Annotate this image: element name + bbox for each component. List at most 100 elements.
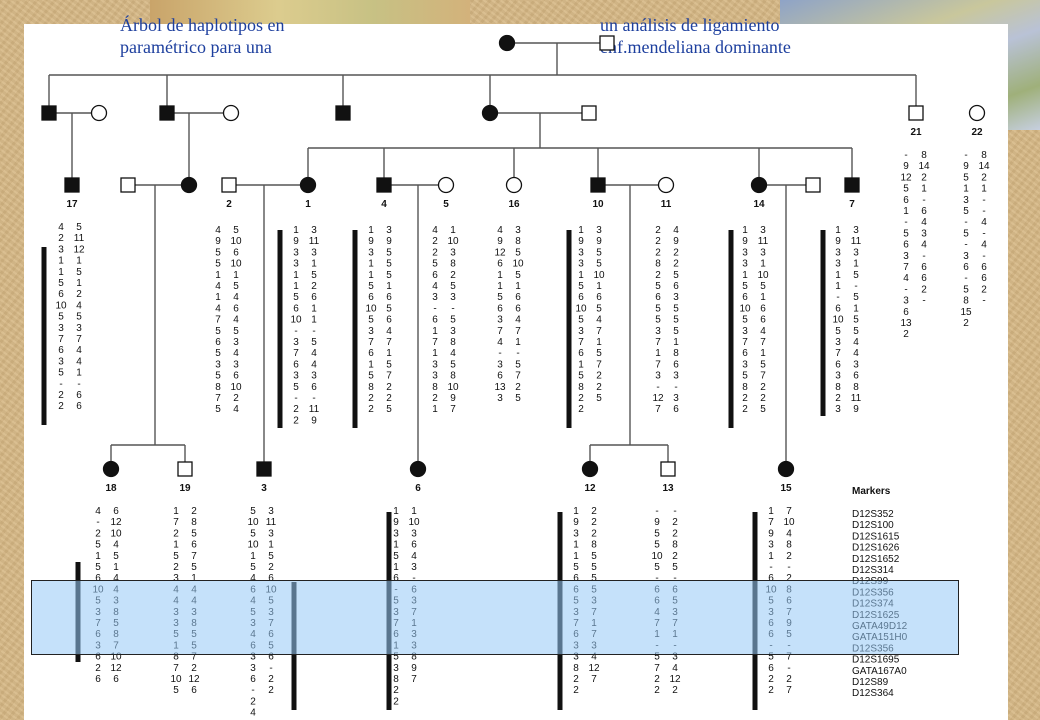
allele-value: 3 bbox=[853, 359, 859, 370]
allele-value: 9 bbox=[393, 517, 399, 528]
allele-value: 2 bbox=[786, 551, 792, 562]
allele-value: 14 bbox=[978, 161, 990, 172]
allele-value: 4 bbox=[250, 708, 256, 719]
allele-value: 2 bbox=[432, 393, 438, 404]
allele-value: 3 bbox=[293, 371, 299, 382]
allele-value: 6 bbox=[596, 292, 602, 303]
allele-value: 3 bbox=[655, 371, 661, 382]
allele-value: 2 bbox=[58, 233, 64, 244]
allele-value: 9 bbox=[742, 236, 748, 247]
allele-value: 3 bbox=[655, 326, 661, 337]
marker-name: D12S352 bbox=[852, 509, 894, 520]
allele-value: 5 bbox=[450, 315, 456, 326]
allele-value: 3 bbox=[293, 337, 299, 348]
allele-value: 7 bbox=[515, 371, 521, 382]
allele-value: 5 bbox=[853, 326, 859, 337]
allele-value: 6 bbox=[515, 303, 521, 314]
allele-value: - bbox=[655, 573, 658, 584]
allele-value: 6 bbox=[742, 292, 748, 303]
allele-value: 3 bbox=[293, 247, 299, 258]
allele-value: 3 bbox=[58, 244, 64, 255]
allele-value: 7 bbox=[760, 371, 766, 382]
allele-value: 7 bbox=[215, 393, 221, 404]
allele-value: 1 bbox=[497, 281, 503, 292]
marker-name: D12S1615 bbox=[852, 531, 900, 542]
allele-value: 8 bbox=[215, 382, 221, 393]
allele-value: 1 bbox=[191, 573, 197, 584]
allele-value: 5 bbox=[515, 359, 521, 370]
allele-value: 4 bbox=[450, 348, 456, 359]
allele-value: 2 bbox=[578, 404, 584, 415]
allele-value: 4 bbox=[497, 225, 503, 236]
allele-value: 1 bbox=[760, 292, 766, 303]
allele-value: 5 bbox=[95, 562, 101, 573]
allele-value: 6 bbox=[113, 674, 119, 685]
allele-value: 4 bbox=[432, 225, 438, 236]
allele-value: 1 bbox=[76, 278, 82, 289]
allele-value: 2 bbox=[673, 247, 679, 258]
allele-value: 13 bbox=[900, 318, 912, 329]
allele-value: 8 bbox=[368, 382, 374, 393]
allele-value: 6 bbox=[673, 359, 679, 370]
allele-value: - bbox=[412, 573, 415, 584]
allele-value: 8 bbox=[981, 150, 987, 161]
allele-value: 2 bbox=[233, 393, 239, 404]
allele-value: 5 bbox=[113, 551, 119, 562]
allele-value: 7 bbox=[386, 337, 392, 348]
allele-value: 7 bbox=[655, 359, 661, 370]
male-symbol bbox=[590, 177, 606, 193]
male-symbol bbox=[335, 105, 351, 121]
title-line: paramétrico para una bbox=[120, 37, 272, 57]
allele-value: 5 bbox=[191, 528, 197, 539]
allele-value: 3 bbox=[760, 247, 766, 258]
allele-value: 5 bbox=[903, 228, 909, 239]
male-symbol bbox=[256, 461, 272, 477]
allele-value: 12 bbox=[73, 244, 85, 255]
allele-value: 3 bbox=[573, 528, 579, 539]
allele-value: 2 bbox=[591, 517, 597, 528]
allele-value: 2 bbox=[268, 674, 274, 685]
allele-value: 5 bbox=[673, 326, 679, 337]
allele-value: 9 bbox=[215, 236, 221, 247]
allele-value: 3 bbox=[742, 326, 748, 337]
allele-value: 1 bbox=[368, 359, 374, 370]
affected-haplotype-bar bbox=[41, 247, 47, 425]
allele-value: 3 bbox=[450, 326, 456, 337]
allele-value: 2 bbox=[573, 674, 579, 685]
allele-value: 3 bbox=[497, 393, 503, 404]
marker-name: GATA167A0 bbox=[852, 666, 907, 677]
affected-haplotype-bar bbox=[352, 230, 358, 428]
female-symbol bbox=[481, 104, 499, 122]
allele-value: 10 bbox=[447, 236, 459, 247]
allele-value: 3 bbox=[596, 225, 602, 236]
allele-value: 1 bbox=[515, 281, 521, 292]
allele-value: 8 bbox=[835, 382, 841, 393]
female-symbol bbox=[180, 176, 198, 194]
allele-value: 2 bbox=[450, 270, 456, 281]
allele-value: 8 bbox=[742, 382, 748, 393]
allele-value: 4 bbox=[921, 240, 927, 251]
affected-haplotype-bar bbox=[566, 230, 572, 428]
allele-value: 2 bbox=[654, 674, 660, 685]
allele-value: 5 bbox=[233, 326, 239, 337]
male-symbol bbox=[805, 177, 821, 193]
allele-value: 9 bbox=[768, 528, 774, 539]
allele-value: 5 bbox=[497, 292, 503, 303]
allele-value: 6 bbox=[113, 506, 119, 517]
allele-value: 3 bbox=[386, 225, 392, 236]
allele-value: 5 bbox=[215, 404, 221, 415]
allele-value: 6 bbox=[386, 292, 392, 303]
allele-value: 4 bbox=[853, 337, 859, 348]
allele-value: 3 bbox=[672, 652, 678, 663]
allele-value: 8 bbox=[921, 150, 927, 161]
allele-value: - bbox=[451, 303, 454, 314]
allele-value: 5 bbox=[215, 259, 221, 270]
allele-value: 5 bbox=[368, 371, 374, 382]
allele-value: 7 bbox=[742, 337, 748, 348]
allele-value: 7 bbox=[215, 315, 221, 326]
allele-value: 5 bbox=[673, 270, 679, 281]
allele-value: 10 bbox=[365, 303, 377, 314]
slide-title-left: Árbol de haplotipos en paramétrico para … bbox=[120, 14, 284, 58]
allele-value: 2 bbox=[173, 528, 179, 539]
